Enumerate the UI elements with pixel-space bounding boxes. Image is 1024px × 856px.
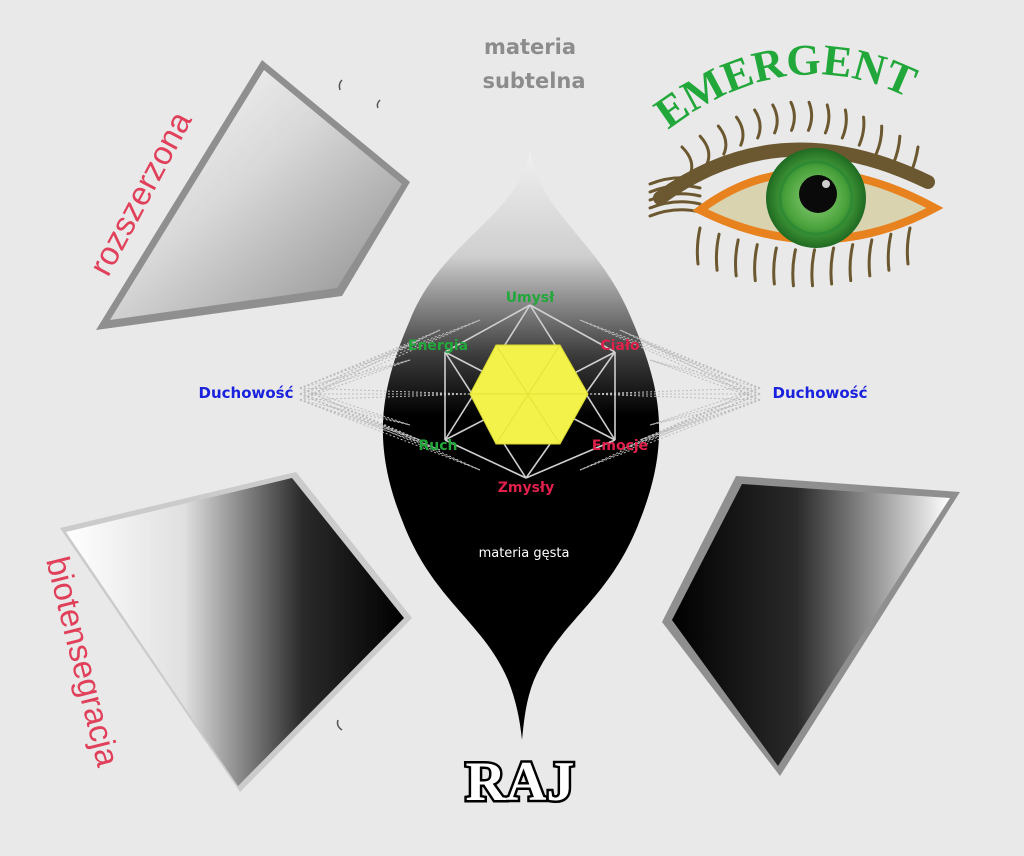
node-zmysly: Zmysły <box>498 480 555 496</box>
node-energia: Energia <box>408 338 468 354</box>
eyelash <box>806 100 814 132</box>
star-line <box>444 304 531 353</box>
ray-line <box>649 359 761 389</box>
ray-line <box>299 393 471 401</box>
brand-text: EMERGENT <box>646 35 924 138</box>
star-line <box>444 439 527 479</box>
ray-line <box>299 399 441 451</box>
decor-arcs <box>336 79 381 731</box>
teardrop-shape <box>382 150 660 740</box>
ray-line <box>579 319 761 401</box>
eyelash <box>772 246 778 286</box>
eyelash <box>734 238 740 278</box>
ray-line <box>299 359 411 389</box>
eye-lid <box>653 142 935 205</box>
ray-line <box>649 399 761 426</box>
eyelash <box>771 103 779 135</box>
eyelash <box>810 248 817 288</box>
ray-line <box>299 319 481 401</box>
panel-top-left <box>96 60 410 330</box>
ray-line <box>299 399 411 426</box>
eyelash <box>789 100 796 132</box>
eyelash <box>648 200 702 210</box>
eyelash <box>867 238 874 278</box>
eyelash <box>905 226 912 266</box>
bottom-title: RAJ <box>466 751 575 813</box>
star-line <box>529 304 616 353</box>
ray-line <box>299 329 441 389</box>
ray-line <box>649 393 761 426</box>
ray-line <box>299 393 411 426</box>
eyelash <box>714 232 721 272</box>
eyelash <box>698 134 711 166</box>
eyelash <box>848 243 855 283</box>
ray-line <box>299 387 471 395</box>
ray-line <box>587 387 761 395</box>
hexagon-inner-lines <box>470 344 588 445</box>
ray-line <box>299 319 481 389</box>
ray-line <box>649 359 761 395</box>
ray-line <box>619 399 761 451</box>
node-cialo: Ciało <box>600 338 640 354</box>
ray-line <box>587 393 761 401</box>
eyelash <box>886 232 893 272</box>
ray-line <box>299 393 481 471</box>
ray-line <box>299 399 481 471</box>
center-label: materia gęsta <box>479 546 570 561</box>
ray-line <box>649 387 761 426</box>
eye-pupil <box>799 175 837 213</box>
ray-line <box>579 319 761 389</box>
ray-line <box>299 359 411 401</box>
ray-line <box>299 319 481 395</box>
ray-line <box>299 359 411 395</box>
top-label-line2: subtelna <box>482 69 585 93</box>
spirit-right: Duchowość <box>773 384 868 402</box>
ray-line <box>649 359 761 401</box>
eyelash <box>734 115 745 147</box>
eyelash <box>753 243 759 283</box>
eyelash <box>829 246 836 286</box>
eyelash <box>753 108 762 140</box>
eyelash <box>857 115 866 147</box>
ray-line <box>579 393 761 471</box>
ray-line <box>299 387 481 471</box>
eyelash <box>791 248 797 288</box>
eyelash <box>840 108 848 140</box>
ray-line <box>579 387 761 471</box>
spirit-connection-lines <box>299 319 761 471</box>
eyelash <box>716 124 728 156</box>
spirit-left: Duchowość <box>199 384 294 402</box>
node-umysl: Umysł <box>506 290 555 306</box>
top-label-line1: materia <box>484 35 576 59</box>
ray-line <box>299 387 411 426</box>
star-line <box>525 439 616 479</box>
ray-line <box>619 329 761 395</box>
ray-line <box>579 399 761 471</box>
panel-bottom-left <box>60 472 412 792</box>
ray-line <box>619 329 761 389</box>
eyelash <box>874 124 884 156</box>
eyelash <box>823 103 831 135</box>
ray-line <box>299 329 441 395</box>
ray-line <box>579 319 761 395</box>
node-ruch: Ruch <box>418 438 457 454</box>
node-emocje: Emocje <box>592 438 648 454</box>
eye-logo: EMERGENT <box>646 35 944 288</box>
eyelash <box>695 226 702 266</box>
panel-bottom-right <box>662 476 960 776</box>
